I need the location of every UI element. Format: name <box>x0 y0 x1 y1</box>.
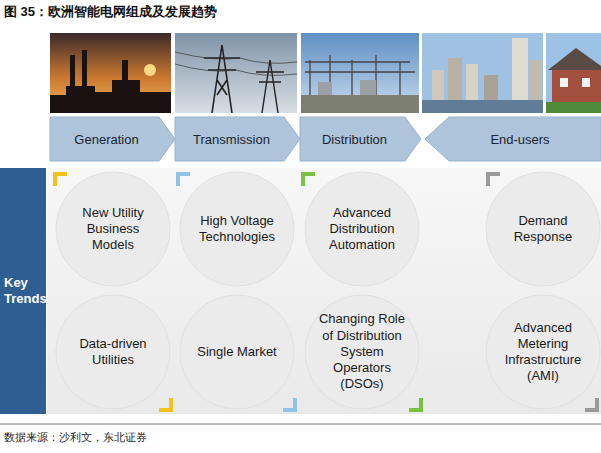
trend-label: Changing Role of Distribution System Ope… <box>313 311 411 392</box>
stage-arrow: Distribution <box>300 117 421 161</box>
stage-arrow: End-users <box>425 117 601 161</box>
caption-rule <box>0 424 601 425</box>
side-band: Key Trends <box>0 168 46 414</box>
stage-label: End-users <box>476 132 549 147</box>
trend-label: Data-driven Utilities <box>64 336 162 369</box>
trend-circle: Single Market <box>180 295 294 409</box>
city-photo <box>422 33 543 113</box>
stage-arrow: Transmission <box>175 117 300 161</box>
stage-label: Transmission <box>193 132 282 147</box>
trend-label: Single Market <box>188 344 286 360</box>
trend-circle: Demand Response <box>486 172 600 286</box>
trends-panel <box>47 168 601 414</box>
trend-label: Advanced Metering Infrastructure (AMI) <box>494 320 592 385</box>
trend-label: Advanced Distribution Automation <box>313 205 411 254</box>
trend-circle: Changing Role of Distribution System Ope… <box>305 295 419 409</box>
figure-title: 图 35：欧洲智能电网组成及发展趋势 <box>4 3 217 21</box>
trend-circle: Advanced Distribution Automation <box>305 172 419 286</box>
stage-label: Distribution <box>322 132 399 147</box>
source-caption: 数据来源：沙利文，东北证券 <box>4 430 147 445</box>
house-photo <box>546 33 601 113</box>
band-label: Key Trends <box>4 275 44 306</box>
trend-label: Demand Response <box>494 213 592 246</box>
pylon-photo <box>175 33 297 113</box>
trend-label: High Voltage Technologies <box>188 213 286 246</box>
substation-photo <box>301 33 419 113</box>
power-plant-photo <box>50 33 171 113</box>
trend-circle: Advanced Metering Infrastructure (AMI) <box>486 295 600 409</box>
trend-label: New Utility Business Models <box>64 205 162 254</box>
stage-label: Generation <box>74 132 150 147</box>
trend-circle: New Utility Business Models <box>56 172 170 286</box>
trend-circle: High Voltage Technologies <box>180 172 294 286</box>
trend-circle: Data-driven Utilities <box>56 295 170 409</box>
stage-arrow: Generation <box>50 117 175 161</box>
